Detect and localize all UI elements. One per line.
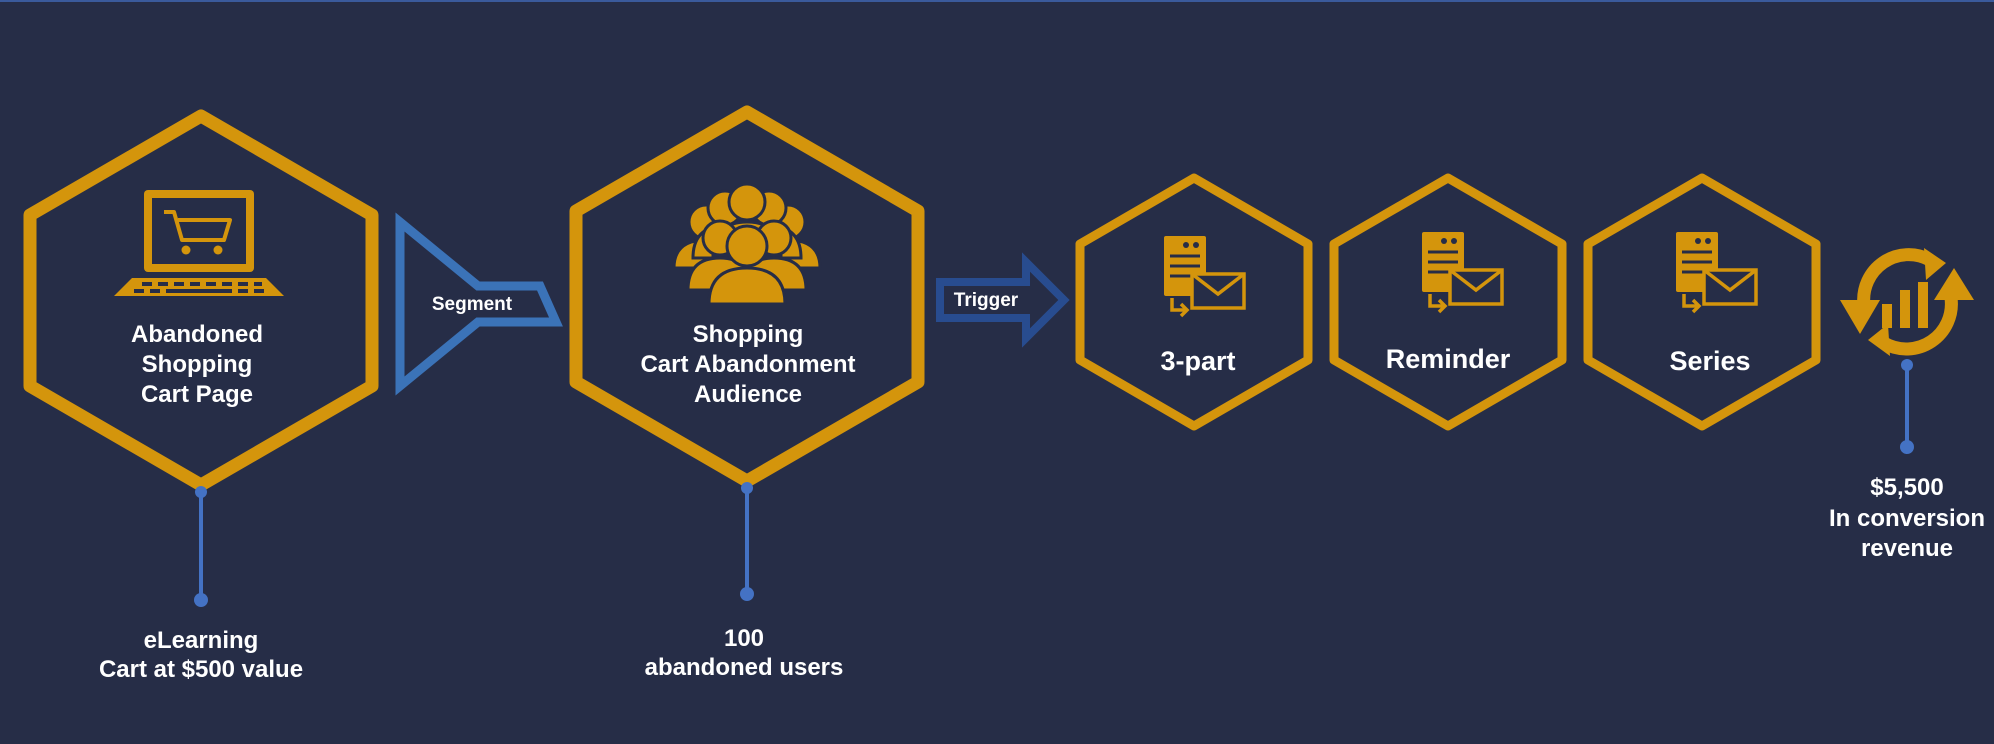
revenue-note-line2: In conversion: [1829, 505, 1985, 532]
cart-page-label-line3: Cart Page: [141, 381, 253, 408]
audience-label-line2: Cart Abandonment: [640, 351, 855, 378]
email-step-3-label: Series: [1669, 346, 1750, 376]
hexagon-email-step-3: [1583, 173, 1821, 431]
segment-arrow: [395, 212, 563, 396]
top-border: [0, 0, 1994, 2]
audience-label-line1: Shopping: [693, 321, 804, 348]
server-email-icon: [1674, 230, 1758, 314]
laptop-cart-icon: [114, 190, 284, 296]
server-email-icon: [1420, 230, 1504, 314]
cart-page-note-line1: eLearning: [144, 627, 259, 654]
trigger-arrow: [936, 252, 1070, 348]
audience-label-line3: Audience: [694, 381, 802, 408]
audience-group-icon: [672, 182, 822, 306]
cart-page-note-line2: Cart at $500 value: [99, 656, 303, 683]
email-step-2-label: Reminder: [1386, 344, 1511, 374]
hexagon-email-step-1: [1075, 173, 1313, 431]
hexagon-audience: [569, 105, 925, 488]
audience-note-line1: 100: [724, 625, 764, 652]
cart-page-label-line2: Shopping: [142, 351, 253, 378]
revenue-note-line1: $5,500: [1870, 474, 1943, 501]
server-email-icon: [1162, 234, 1246, 318]
hexagon-cart-page: [23, 109, 379, 492]
segment-label: Segment: [432, 294, 513, 315]
connector-cart-page: [194, 486, 208, 607]
trigger-label: Trigger: [954, 290, 1019, 311]
connector-audience: [740, 482, 754, 601]
hexagon-email-step-2: [1329, 173, 1567, 431]
audience-note-line2: abandoned users: [645, 654, 844, 681]
cycle-chart-icon: [1840, 248, 1974, 356]
email-step-1-label: 3-part: [1160, 346, 1235, 376]
cart-page-label-line1: Abandoned: [131, 321, 263, 348]
revenue-note-line3: revenue: [1861, 535, 1953, 562]
connector-revenue: [1900, 359, 1914, 454]
